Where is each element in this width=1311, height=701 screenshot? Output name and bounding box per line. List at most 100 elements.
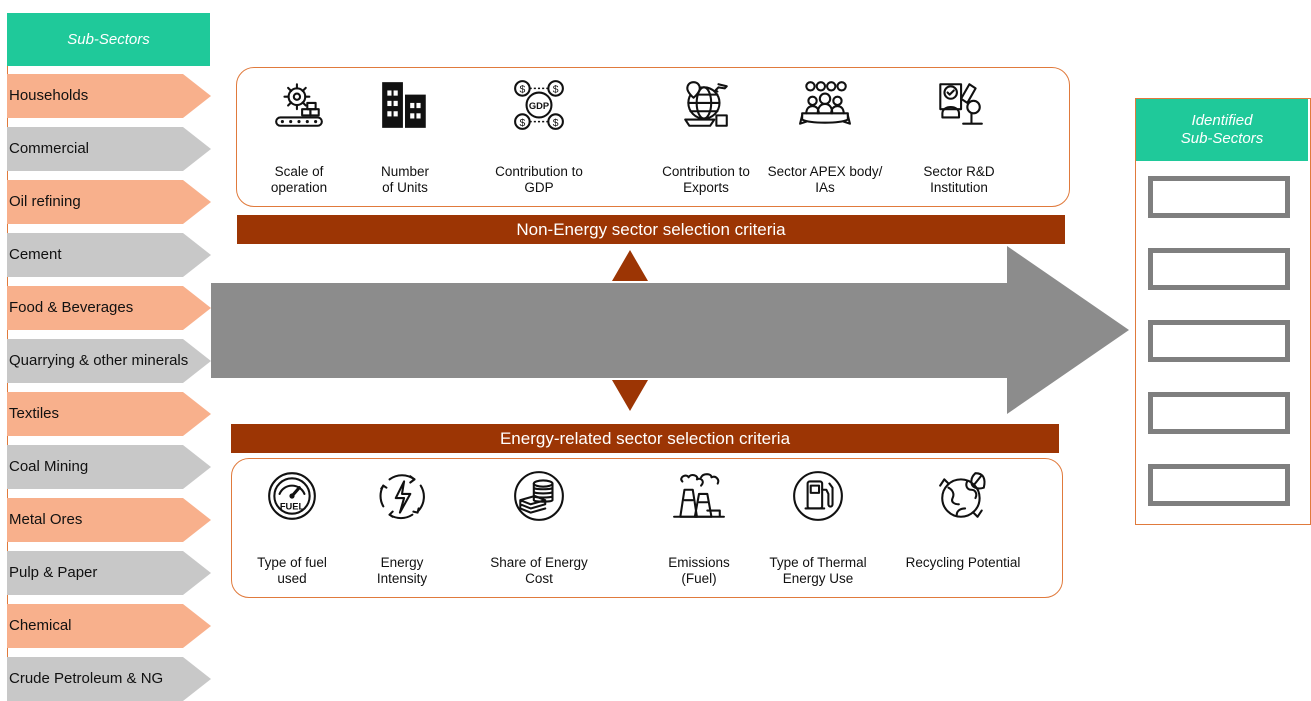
chevron-shape <box>7 180 211 224</box>
up-pointer-triangle <box>612 250 648 281</box>
identified-sub-sectors-panel <box>1135 98 1311 525</box>
criterion-label-line-2: Intensity <box>376 571 428 586</box>
energy-criterion: Recycling Potential <box>903 469 1023 570</box>
sub-sector-label: Quarrying & other minerals <box>9 352 189 369</box>
sub-sector-item: Crude Petroleum & NG <box>7 657 211 701</box>
sub-sector-label: Metal Ores <box>9 511 83 528</box>
gdp-icon: GDP $ $ $ $ <box>514 80 564 130</box>
sub-sector-item: Food & Beverages <box>7 286 211 330</box>
research-microscope-icon <box>939 83 983 125</box>
svg-text:$: $ <box>553 85 559 96</box>
down-pointer-triangle <box>612 380 648 411</box>
chevron-shape <box>7 551 211 595</box>
criterion-label-line-1: Scale of <box>274 164 324 179</box>
non-energy-criteria-label: Non-Energy sector selection criteria <box>516 219 786 239</box>
chevron-shape <box>7 127 211 171</box>
criterion-label-line-2: Energy Use <box>782 571 854 586</box>
criterion-label-line-1: Emissions <box>668 555 730 570</box>
sub-sector-label: Oil refining <box>9 193 81 210</box>
svg-text:$: $ <box>519 118 525 129</box>
identified-sub-sector-slot <box>1148 320 1290 362</box>
criterion-label-line-2: of Units <box>382 180 428 195</box>
identified-sub-sector-slot <box>1148 248 1290 290</box>
identified-sub-sector-slot <box>1148 176 1290 218</box>
chevron-shape <box>7 392 211 436</box>
sub-sector-label: Chemical <box>9 617 72 634</box>
criterion-label-line-1: Recycling Potential <box>905 555 1021 570</box>
chevron-shape <box>7 339 211 383</box>
svg-text:$: $ <box>553 118 559 129</box>
sub-sector-item: Textiles <box>7 392 211 436</box>
criterion-label-line-2: Institution <box>930 180 988 195</box>
sub-sector-item: Households <box>7 74 211 118</box>
sub-sector-item: Commercial <box>7 127 211 171</box>
sub-sector-label: Food & Beverages <box>9 299 134 316</box>
energy-cycle-icon <box>379 474 425 520</box>
criterion-label-line-2: Cost <box>525 571 553 586</box>
energy-criteria-bar: Energy-related sector selection criteria <box>231 424 1059 453</box>
buildings-icon <box>382 82 426 128</box>
main-flow-arrow <box>211 246 1129 414</box>
coins-icon <box>514 471 564 521</box>
non-energy-criteria-bar: Non-Energy sector selection criteria <box>237 215 1065 244</box>
factory-emissions-icon <box>673 473 725 518</box>
sub-sector-item: Quarrying & other minerals <box>7 339 211 383</box>
identified-sub-sector-slot <box>1148 464 1290 506</box>
criterion-label-line-1: Energy <box>380 555 424 570</box>
criterion-label-line-2: Exports <box>683 180 729 195</box>
sub-sector-label: Commercial <box>9 140 90 157</box>
sub-sector-label: Cement <box>9 246 62 263</box>
svg-text:GDP: GDP <box>529 101 549 111</box>
sub-sector-item: Chemical <box>7 604 211 648</box>
factory-gear-icon <box>275 83 323 127</box>
sub-sectors-header: Sub-Sectors <box>7 13 210 66</box>
chevron-shape <box>7 286 211 330</box>
identified-sub-sectors-header: Identified Sub-Sectors <box>1136 99 1308 161</box>
chevron-shape <box>7 445 211 489</box>
chevron-shape <box>7 74 211 118</box>
criterion-label-line-1: Share of Energy <box>490 555 588 570</box>
non-energy-criterion: Sector APEX body/IAs <box>765 78 885 195</box>
criterion-label-line-1: Type of fuel <box>257 555 327 570</box>
criterion-label-line-2: IAs <box>815 180 835 195</box>
criterion-label-line-1: Contribution to <box>495 164 583 179</box>
criterion-label-line-1: Sector APEX body/ <box>767 164 883 179</box>
criterion-label-line-1: Number <box>380 164 429 179</box>
criterion-label-line-2: (Fuel) <box>681 571 717 586</box>
chevron-shape <box>7 233 211 277</box>
sub-sector-item: Coal Mining <box>7 445 211 489</box>
energy-criterion: Emissions(Fuel) <box>639 469 759 586</box>
energy-criteria-label: Energy-related sector selection criteria <box>499 428 791 448</box>
criterion-label-line-2: GDP <box>524 180 554 195</box>
sub-sector-item: Oil refining <box>7 180 211 224</box>
sub-sector-item: Metal Ores <box>7 498 211 542</box>
criterion-label-line-2: operation <box>270 180 328 195</box>
eco-globe-icon <box>939 472 986 518</box>
export-globe-icon <box>684 81 728 127</box>
sub-sectors-title: Sub-Sectors <box>67 31 150 48</box>
chevron-shape <box>7 498 211 542</box>
criterion-label-line-2: used <box>277 571 307 586</box>
identified-title-line-2: Sub-Sectors <box>1180 130 1264 147</box>
criterion-label-line-1: Contribution to <box>662 164 750 179</box>
svg-text:$: $ <box>519 85 525 96</box>
criterion-label-line-1: Type of Thermal <box>769 555 867 570</box>
criterion-label-line-1: Sector R&D <box>923 164 995 179</box>
identified-title-line-1: Identified <box>1191 112 1253 129</box>
sub-sector-label: Textiles <box>9 405 60 422</box>
fuel-icon-text: FUEL <box>280 502 305 512</box>
sub-sector-item: Pulp & Paper <box>7 551 211 595</box>
sub-sector-label: Pulp & Paper <box>9 564 98 581</box>
people-group-icon <box>799 81 851 125</box>
